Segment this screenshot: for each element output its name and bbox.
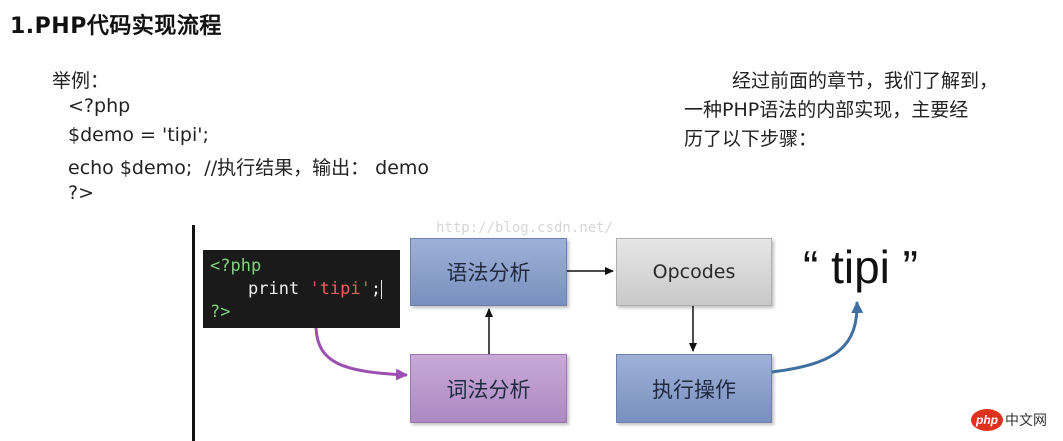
svg-text:php: php	[975, 413, 998, 427]
code-semicolon: ;	[370, 279, 382, 299]
arrow-code-to-lexical	[314, 327, 408, 381]
code-line-open-tag: <?php	[210, 256, 262, 276]
paragraph-line: 经过前面的章节，我们了解到，	[732, 70, 999, 92]
node-lexical-analysis: 词法分析	[410, 354, 567, 423]
paragraph-line: 历了以下步骤：	[684, 128, 818, 150]
page-heading: 1.PHP代码实现流程	[10, 14, 222, 39]
example-code-line: echo $demo; //执行结果，输出： demo	[68, 157, 430, 179]
example-code-line: $demo = 'tipi';	[68, 124, 209, 146]
arrow-execute-to-output	[771, 301, 864, 374]
example-code-line: <?php	[68, 95, 131, 117]
output-text: “ tipi ”	[803, 241, 918, 293]
node-execute: 执行操作	[616, 354, 772, 423]
php-cn-logo: php 中文网	[971, 409, 1047, 431]
code-string-literal: 'tipi'	[309, 279, 371, 299]
svg-text:中文网: 中文网	[1005, 413, 1047, 429]
code-print-keyword: print	[248, 279, 300, 299]
diagram-divider-line	[192, 225, 195, 441]
code-line-close-tag: ?>	[210, 302, 231, 322]
node-syntax-analysis: 语法分析	[410, 238, 567, 306]
example-code-line: ?>	[68, 182, 95, 204]
text-cursor	[381, 279, 383, 299]
node-opcodes: Opcodes	[616, 238, 772, 306]
example-label: 举例：	[52, 70, 110, 92]
watermark-url: http://blog.csdn.net/	[436, 220, 614, 236]
paragraph-line: 一种PHP语法的内部实现，主要经	[684, 99, 969, 121]
code-snippet-box: <?php print 'tipi'; ?>	[203, 250, 400, 328]
